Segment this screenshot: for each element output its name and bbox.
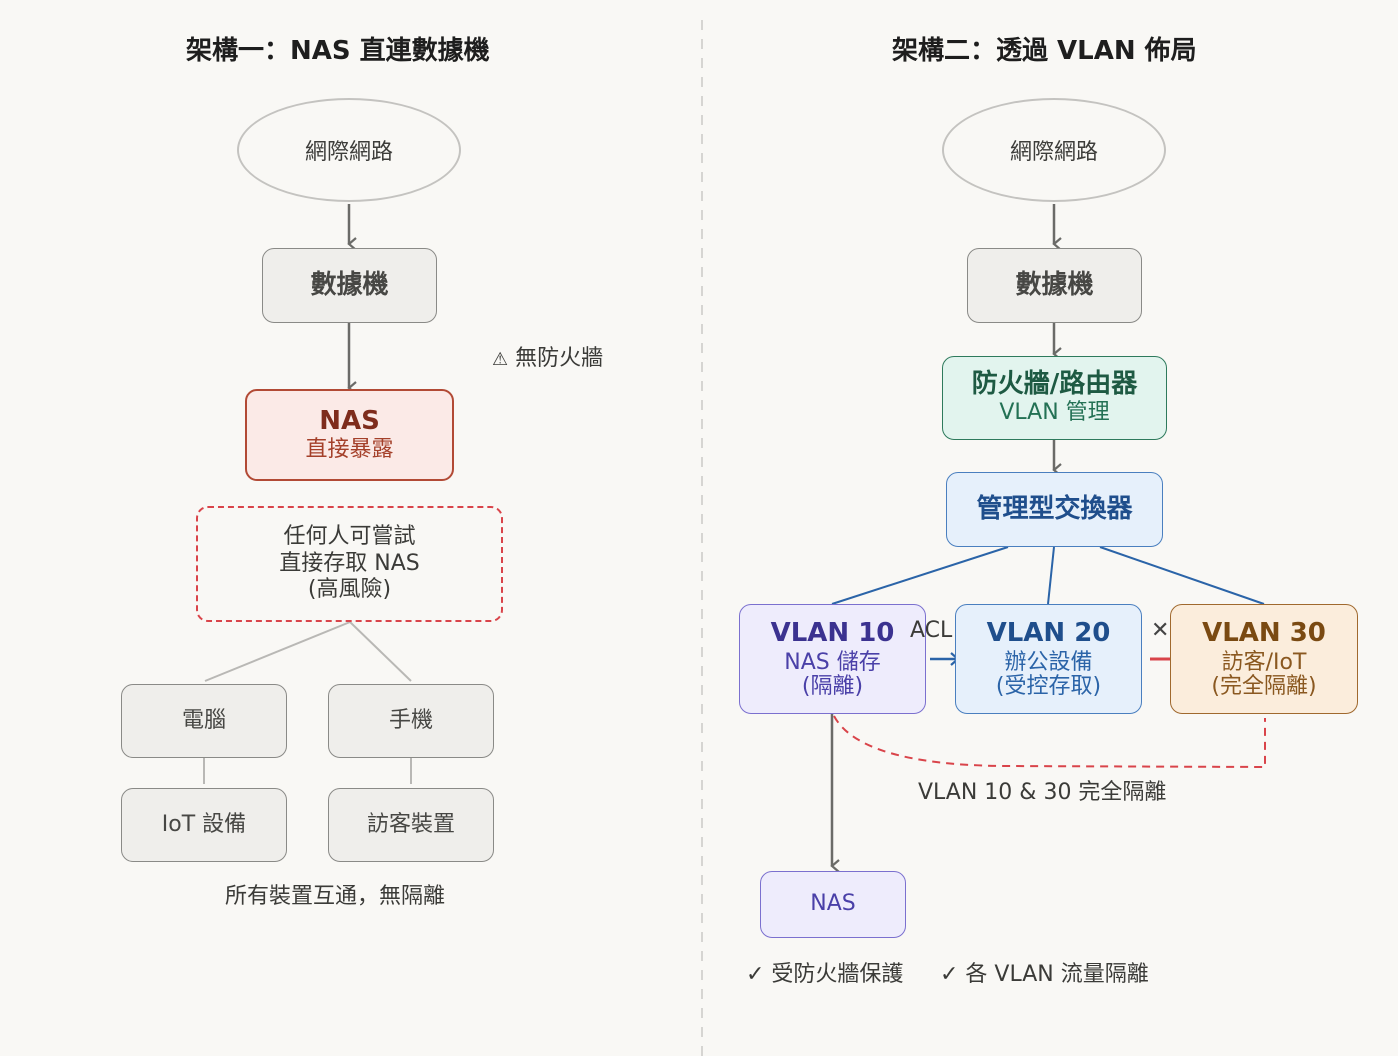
internet-node-right: 網際網路 bbox=[942, 98, 1166, 202]
device-computer: 電腦 bbox=[121, 684, 287, 758]
line-switch-vlan30 bbox=[1099, 546, 1265, 605]
warning-triangle-icon: ⚠ bbox=[492, 349, 509, 370]
nas-subtitle: 直接暴露 bbox=[305, 437, 394, 463]
benefit-firewall: ✓ 受防火牆保護 bbox=[746, 962, 904, 987]
isolation-note: VLAN 10 & 30 完全隔離 bbox=[918, 780, 1167, 805]
benefit-vlan-isolation: ✓ 各 VLAN 流量隔離 bbox=[940, 962, 1149, 987]
firewall-router-node: 防火牆/路由器 VLAN 管理 bbox=[942, 356, 1167, 440]
managed-switch-node: 管理型交換器 bbox=[946, 472, 1163, 547]
firewall-subtitle: VLAN 管理 bbox=[999, 400, 1110, 426]
device-phone: 手機 bbox=[328, 684, 494, 758]
modem-label: 數據機 bbox=[310, 269, 389, 300]
vlan20-node: VLAN 20 辦公設備 (受控存取) bbox=[955, 604, 1142, 714]
nas-exposed-node: NAS 直接暴露 bbox=[245, 389, 454, 481]
vlan10-node: VLAN 10 NAS 儲存 (隔離) bbox=[739, 604, 926, 714]
device-guest: 訪客裝置 bbox=[328, 788, 494, 862]
switch-label: 管理型交換器 bbox=[976, 493, 1133, 524]
line-risk-phone bbox=[349, 621, 412, 682]
line-switch-vlan20 bbox=[1047, 546, 1055, 605]
internet-label: 網際網路 bbox=[1009, 140, 1098, 165]
no-firewall-warning: ⚠ 無防火牆 bbox=[492, 346, 604, 371]
internet-label: 網際網路 bbox=[304, 140, 393, 165]
left-section-title: 架構一：NAS 直連數據機 bbox=[186, 36, 490, 66]
modem-node-right: 數據機 bbox=[967, 248, 1142, 323]
right-section-title: 架構二：透過 VLAN 佈局 bbox=[892, 36, 1197, 66]
line-risk-computer bbox=[204, 621, 351, 682]
line-switch-vlan10 bbox=[831, 546, 1009, 605]
modem-node-left: 數據機 bbox=[262, 248, 437, 323]
blocked-x-icon: ✕ bbox=[1151, 618, 1170, 643]
firewall-title: 防火牆/路由器 bbox=[971, 369, 1138, 400]
vlan30-node: VLAN 30 訪客/IoT (完全隔離) bbox=[1170, 604, 1358, 714]
isolation-dashed-line bbox=[833, 715, 1266, 769]
nas-title: NAS bbox=[319, 406, 380, 437]
internet-node-left: 網際網路 bbox=[237, 98, 461, 202]
left-footer-note: 所有裝置互通，無隔離 bbox=[225, 884, 446, 909]
device-iot: IoT 設備 bbox=[121, 788, 287, 862]
modem-label: 數據機 bbox=[1015, 269, 1094, 300]
nas-protected-node: NAS bbox=[760, 871, 906, 938]
acl-label: ACL bbox=[910, 618, 953, 643]
high-risk-box: 任何人可嘗試 直接存取 NAS (高風險) bbox=[196, 506, 503, 622]
